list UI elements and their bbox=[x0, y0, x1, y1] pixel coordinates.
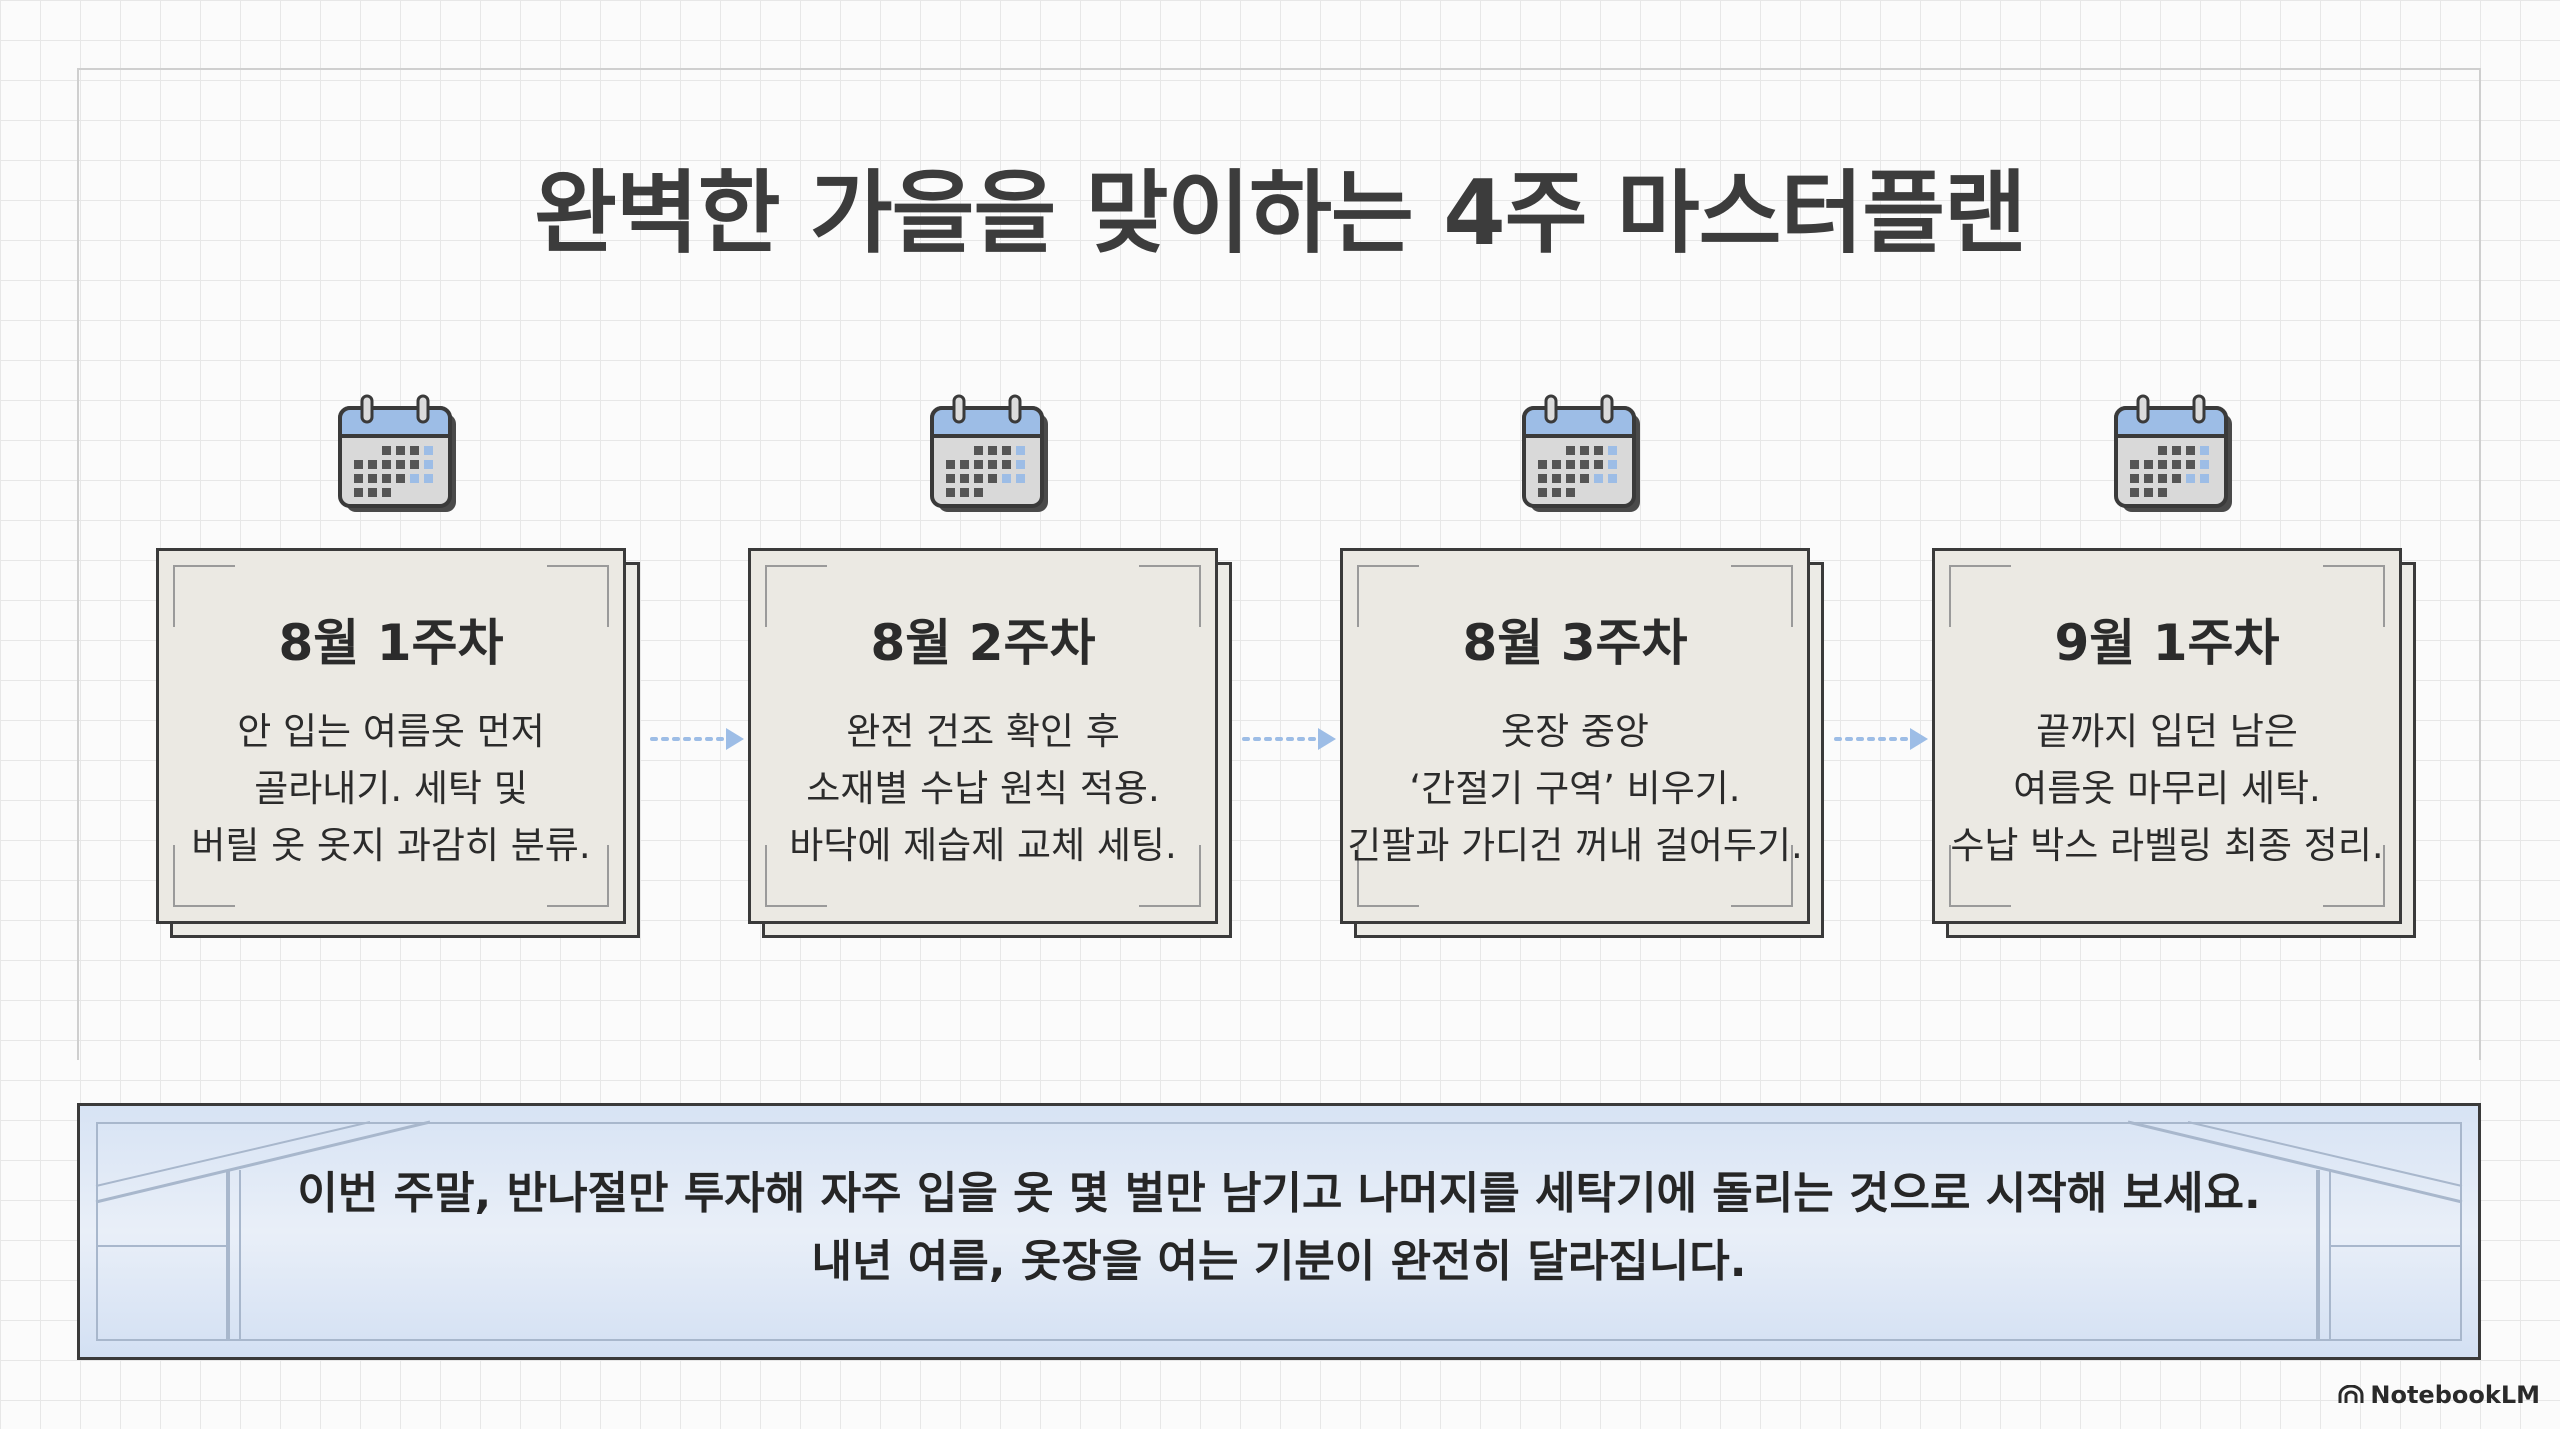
step-line: 수납 박스 라벨링 최종 정리. bbox=[1950, 824, 2384, 867]
page-title: 완벽한 가을을 맞이하는 4주 마스터플랜 bbox=[534, 161, 2027, 266]
dotted-arrow-right-icon bbox=[650, 728, 744, 750]
step-title: 8월 3주차 bbox=[1462, 614, 1688, 672]
card-corner bbox=[1731, 565, 1793, 627]
step-line: 바닥에 제습제 교체 세팅. bbox=[789, 824, 1177, 867]
step-card: 9월 1주차 끝까지 입던 남은 여름옷 마무리 세탁. 수납 박스 라벨링 최… bbox=[1932, 548, 2416, 938]
banner-inner-border bbox=[96, 1122, 2462, 1341]
banner-decoration bbox=[95, 1120, 2463, 1341]
step-line: 옷장 중앙 bbox=[1501, 710, 1649, 753]
brand-label: NotebookLM bbox=[2370, 1381, 2540, 1409]
step-line: 완전 건조 확인 후 bbox=[846, 710, 1120, 753]
step-title: 9월 1주차 bbox=[2054, 614, 2280, 672]
step-line: 안 입는 여름옷 먼저 bbox=[237, 710, 545, 753]
dotted-arrow-right-icon bbox=[1834, 728, 1928, 750]
card-face: 9월 1주차 끝까지 입던 남은 여름옷 마무리 세탁. 수납 박스 라벨링 최… bbox=[1932, 548, 2402, 924]
step-description: 안 입는 여름옷 먼저 골라내기. 세탁 및 버릴 옷 옷지 과감히 분류. bbox=[159, 703, 623, 874]
banner-line: 내년 여름, 옷장을 여는 기분이 완전히 달라집니다. bbox=[811, 1236, 1747, 1287]
step-card: 8월 2주차 완전 건조 확인 후 소재별 수납 원칙 적용. 바닥에 제습제 … bbox=[748, 548, 1232, 938]
step-line: 긴팔과 가디건 꺼내 걸어두기. bbox=[1347, 824, 1803, 867]
step-description: 옷장 중앙 ‘간절기 구역’ 비우기. 긴팔과 가디건 꺼내 걸어두기. bbox=[1343, 703, 1807, 874]
summary-banner: 이번 주말, 반나절만 투자해 자주 입을 옷 몇 벌만 남기고 나머지를 세탁… bbox=[77, 1103, 2481, 1360]
step-line: 여름옷 마무리 세탁. bbox=[2013, 767, 2321, 810]
slide-frame bbox=[77, 68, 2481, 1060]
step-title: 8월 1주차 bbox=[278, 614, 504, 672]
card-face: 8월 2주차 완전 건조 확인 후 소재별 수납 원칙 적용. 바닥에 제습제 … bbox=[748, 548, 1218, 924]
card-corner bbox=[1731, 845, 1793, 907]
card-corner bbox=[547, 565, 609, 627]
step-line: 끝까지 입던 남은 bbox=[2036, 710, 2298, 753]
step-line: 소재별 수납 원칙 적용. bbox=[806, 767, 1160, 810]
card-corner bbox=[2323, 565, 2385, 627]
card-corner bbox=[1357, 845, 1419, 907]
card-corner bbox=[765, 845, 827, 907]
card-corner bbox=[1357, 565, 1419, 627]
card-corner bbox=[1949, 565, 2011, 627]
calendar-icon bbox=[338, 394, 456, 512]
calendar-icon bbox=[2114, 394, 2232, 512]
step-description: 완전 건조 확인 후 소재별 수납 원칙 적용. 바닥에 제습제 교체 세팅. bbox=[751, 703, 1215, 874]
step-title: 8월 2주차 bbox=[870, 614, 1096, 672]
card-corner bbox=[547, 845, 609, 907]
step-line: 골라내기. 세탁 및 bbox=[254, 767, 528, 810]
banner-text: 이번 주말, 반나절만 투자해 자주 입을 옷 몇 벌만 남기고 나머지를 세탁… bbox=[80, 1160, 2478, 1296]
card-corner bbox=[173, 565, 235, 627]
calendar-icon bbox=[930, 394, 1048, 512]
card-face: 8월 3주차 옷장 중앙 ‘간절기 구역’ 비우기. 긴팔과 가디건 꺼내 걸어… bbox=[1340, 548, 1810, 924]
dotted-arrow-right-icon bbox=[1242, 728, 1336, 750]
card-corner bbox=[1949, 845, 2011, 907]
step-line: 버릴 옷 옷지 과감히 분류. bbox=[191, 824, 591, 867]
step-line: ‘간절기 구역’ 비우기. bbox=[1409, 767, 1741, 810]
notebooklm-brand: NotebookLM bbox=[2338, 1381, 2540, 1409]
notebooklm-logo-icon bbox=[2338, 1385, 2364, 1403]
step-card: 8월 1주차 안 입는 여름옷 먼저 골라내기. 세탁 및 버릴 옷 옷지 과감… bbox=[156, 548, 640, 938]
card-face: 8월 1주차 안 입는 여름옷 먼저 골라내기. 세탁 및 버릴 옷 옷지 과감… bbox=[156, 548, 626, 924]
card-corner bbox=[1139, 565, 1201, 627]
step-description: 끝까지 입던 남은 여름옷 마무리 세탁. 수납 박스 라벨링 최종 정리. bbox=[1935, 703, 2399, 874]
calendar-icon bbox=[1522, 394, 1640, 512]
card-corner bbox=[173, 845, 235, 907]
card-corner bbox=[1139, 845, 1201, 907]
card-corner bbox=[765, 565, 827, 627]
card-corner bbox=[2323, 845, 2385, 907]
step-card: 8월 3주차 옷장 중앙 ‘간절기 구역’ 비우기. 긴팔과 가디건 꺼내 걸어… bbox=[1340, 548, 1824, 938]
banner-line: 이번 주말, 반나절만 투자해 자주 입을 옷 몇 벌만 남기고 나머지를 세탁… bbox=[297, 1168, 2261, 1219]
